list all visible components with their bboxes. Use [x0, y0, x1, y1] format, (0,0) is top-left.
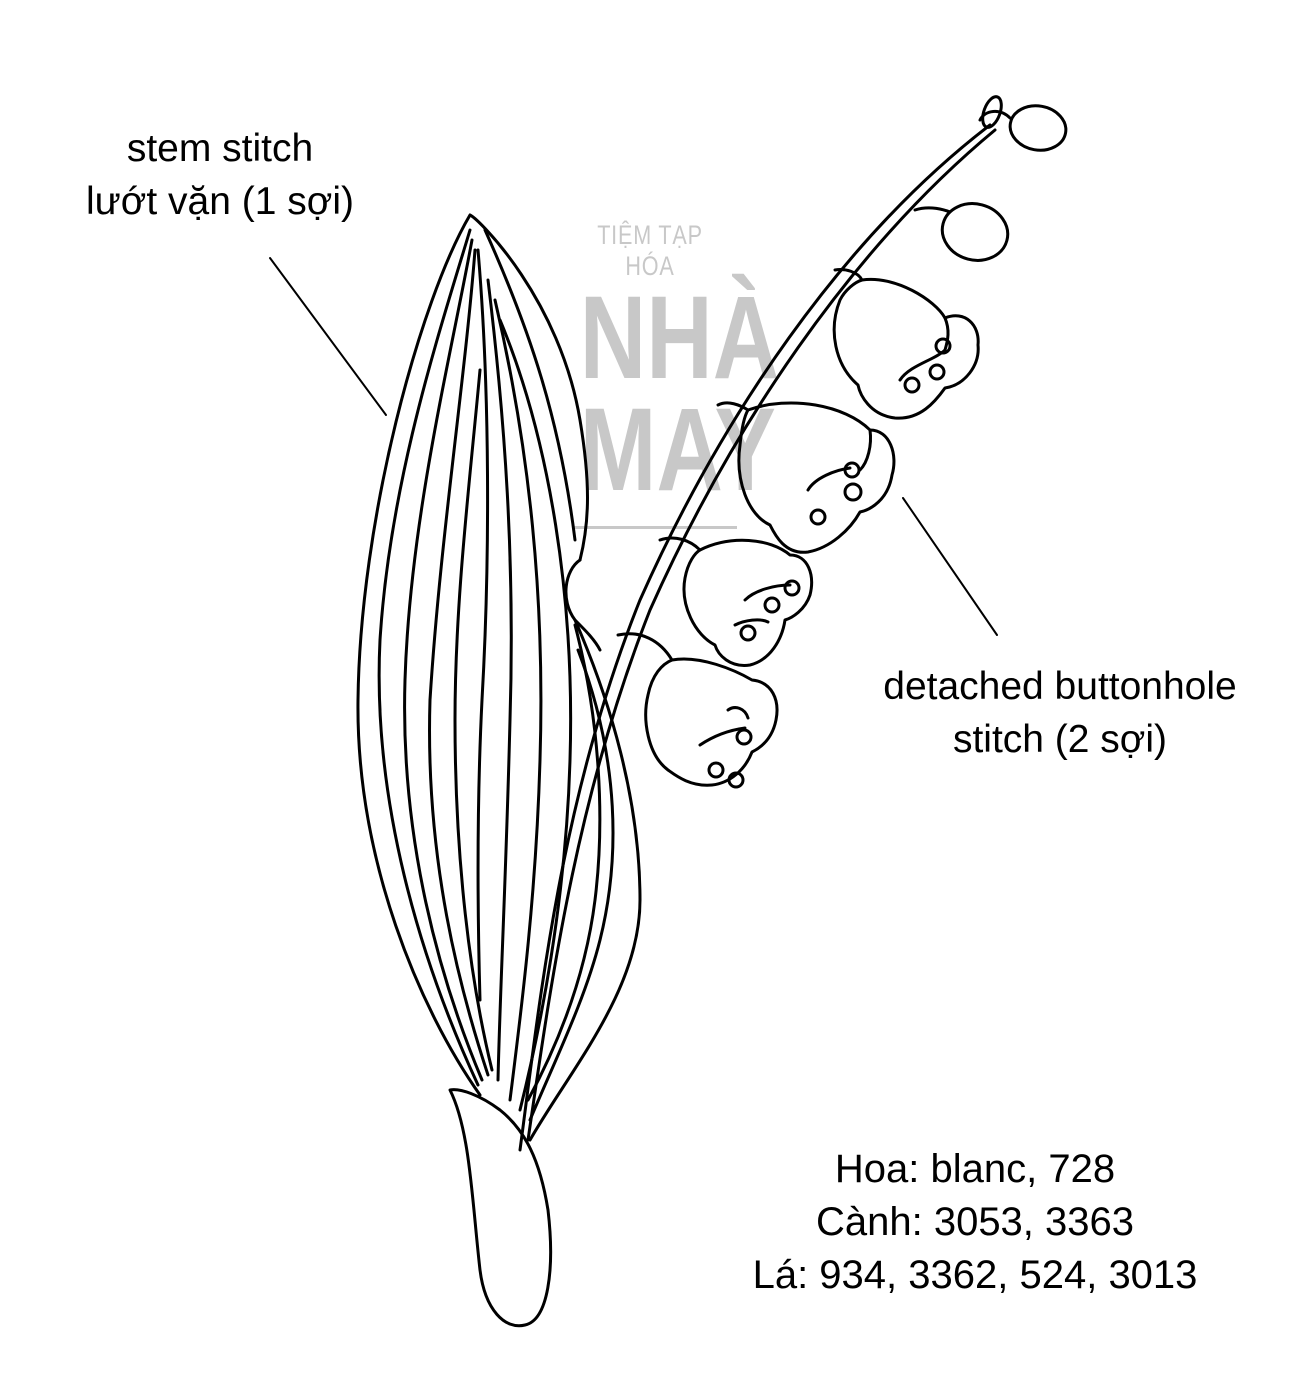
sheath-outline [448, 1088, 553, 1328]
stem-line [526, 128, 997, 1142]
leaf-vein [526, 623, 602, 1102]
pedicel [833, 268, 864, 282]
leaf-vein [453, 368, 494, 1072]
leaf-vein [403, 238, 484, 1082]
pedicel [658, 536, 702, 552]
thread-leaf-colors: Lá: 934, 3362, 524, 3013 [752, 1253, 1198, 1297]
leaf-vein [483, 228, 577, 542]
pedicel [716, 401, 750, 412]
leaf-vein [476, 248, 490, 1002]
bud-tip [981, 95, 1003, 129]
leaf-vein [377, 228, 480, 1087]
buds [940, 95, 1068, 262]
stem-stitch-label-line1: stem stitch [126, 127, 314, 170]
stem-stitch-leader-line [269, 257, 387, 416]
buttonhole-leader-line [902, 497, 998, 636]
leaf [356, 213, 642, 1142]
watermark-underline [572, 526, 737, 529]
bud [1008, 104, 1068, 152]
buttonhole-label-line2: stitch (2 sợi) [952, 718, 1168, 761]
leaf-vein [486, 278, 513, 1082]
thread-colors-label: Hoa: blanc, 728 Cành: 3053, 3363 Lá: 934… [700, 1143, 1250, 1302]
leaf-vein [428, 248, 490, 1077]
leaf-vein [498, 318, 573, 1112]
leaf-vein [493, 298, 543, 1102]
flower-bell-2 [737, 401, 896, 554]
flower-stem [518, 110, 1012, 1152]
watermark-top-text: TIỆM TẠP HÓA [597, 220, 703, 281]
stem-stitch-label: stem stitch lướt vặn (1 sợi) [40, 122, 400, 228]
buttonhole-label-line1: detached buttonhole [883, 665, 1237, 708]
bud [940, 202, 1010, 262]
leaf-vein [528, 648, 615, 1122]
stem-line [518, 123, 992, 1152]
pedicel [616, 632, 674, 662]
flower-bell-4 [644, 657, 779, 789]
thread-flower-colors: Hoa: blanc, 728 [834, 1147, 1116, 1191]
leaf-outline [356, 213, 589, 1097]
base-sheath [448, 1088, 553, 1328]
flower-bell-1 [832, 277, 980, 420]
pedicel [913, 206, 952, 214]
stem-stitch-label-line2: lướt vặn (1 sợi) [86, 180, 354, 223]
flower-bell-3 [682, 538, 814, 667]
thread-stem-colors: Cành: 3053, 3363 [815, 1200, 1135, 1244]
leaf-notch [564, 558, 602, 652]
buttonhole-stitch-label: detached buttonhole stitch (2 sợi) [845, 660, 1275, 766]
